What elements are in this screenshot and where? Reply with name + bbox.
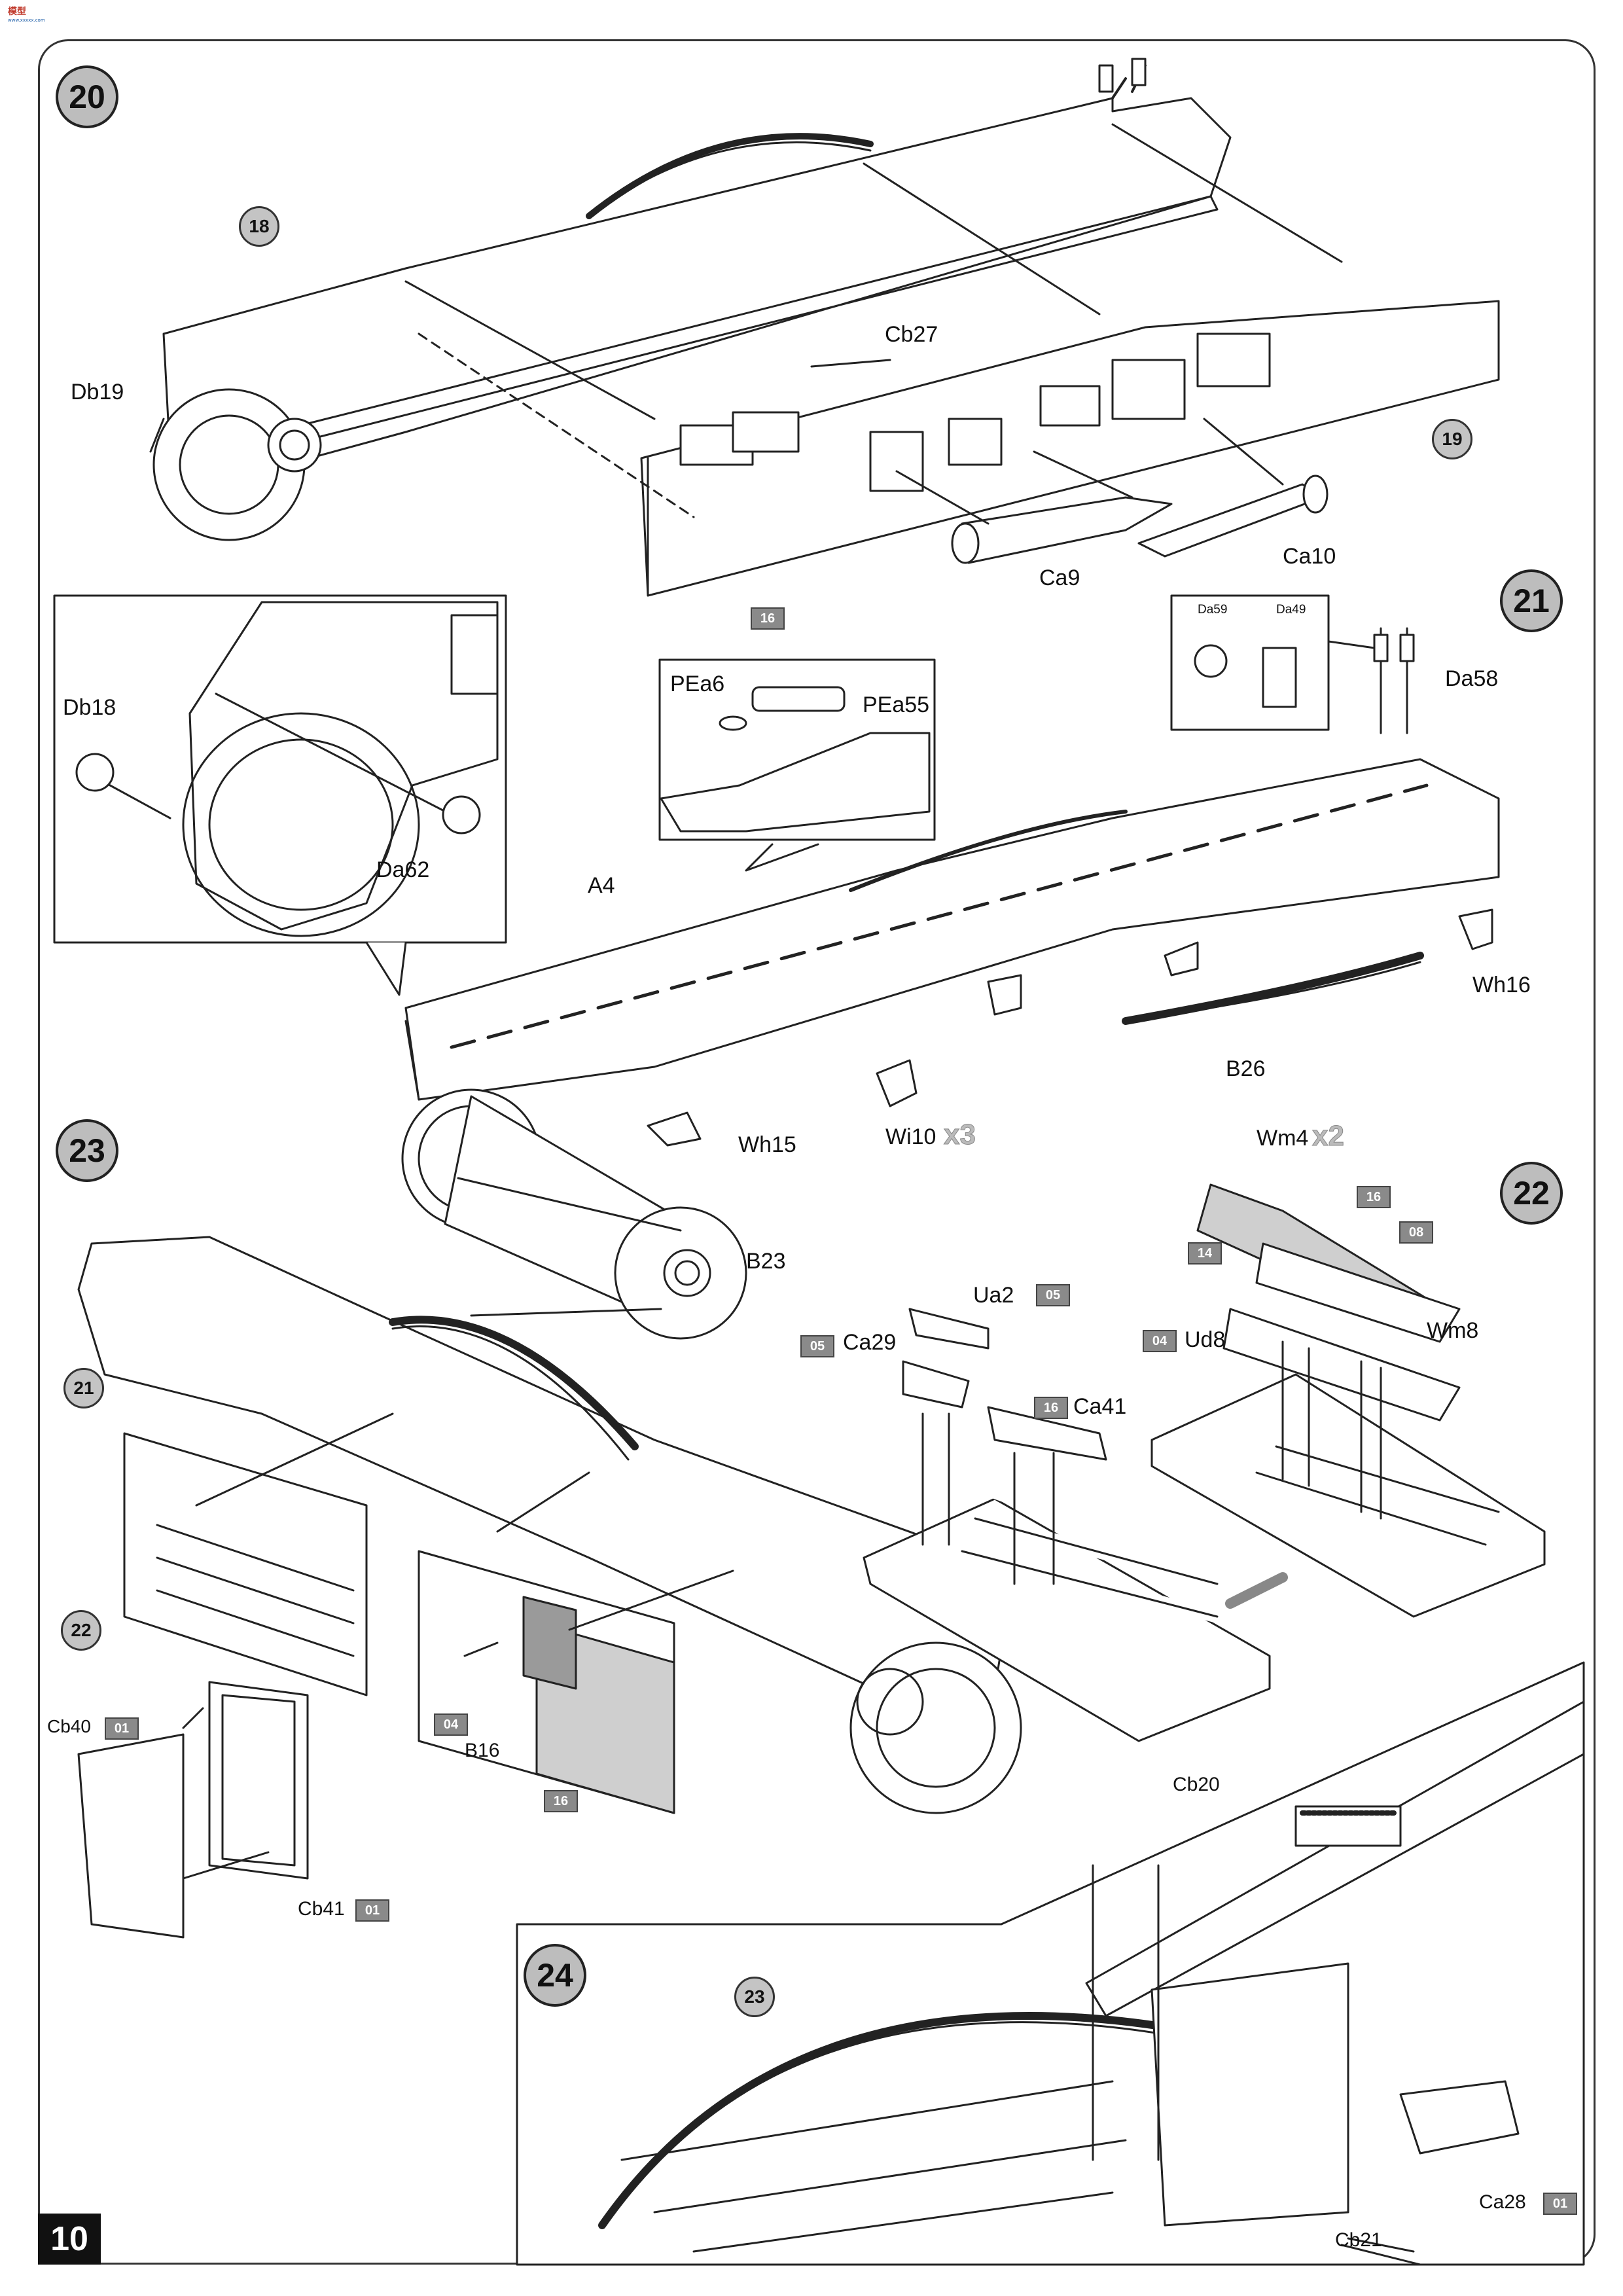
label-ca29: Ca29	[843, 1330, 897, 1355]
ref-circle-18: 18	[239, 206, 279, 247]
ref-circle-21: 21	[63, 1368, 104, 1408]
step21-drawing	[401, 594, 1500, 1340]
step23-drawing	[77, 1236, 1022, 1939]
sprue-tag-05: 05	[1036, 1284, 1070, 1306]
ref-circle-23: 23	[734, 1977, 775, 2017]
label-da49: Da49	[1276, 603, 1306, 617]
svg-text:www.xxxxx.com: www.xxxxx.com	[8, 18, 45, 23]
label-wm8: Wm8	[1427, 1318, 1479, 1343]
label-wh15: Wh15	[738, 1132, 796, 1157]
sprue-tag-05: 05	[800, 1335, 834, 1357]
sprue-tag-01: 01	[1543, 2193, 1577, 2215]
label-b16: B16	[465, 1740, 500, 1761]
step-number-20: 20	[56, 65, 118, 128]
label-ca9: Ca9	[1039, 565, 1080, 590]
sprue-tag-14: 14	[1188, 1242, 1222, 1265]
label-wh16: Wh16	[1472, 973, 1531, 997]
label-cb21: Cb21	[1335, 2229, 1382, 2251]
step-number-21: 21	[1500, 569, 1563, 632]
sprue-tag-04: 04	[1143, 1330, 1177, 1352]
ref-circle-19: 19	[1432, 419, 1472, 459]
publisher-logo: 模型 www.xxxxx.com	[5, 4, 47, 24]
label-ca41: Ca41	[1073, 1394, 1127, 1419]
label-da62: Da62	[376, 857, 430, 882]
label-pea55: PEa55	[863, 692, 930, 717]
step24-drawing	[516, 1661, 1585, 2266]
label-b23: B23	[746, 1249, 786, 1274]
label-da59: Da59	[1198, 603, 1228, 617]
sprue-tag-04: 04	[434, 1713, 468, 1736]
step20-detail	[53, 594, 507, 996]
label-ud8: Ud8	[1185, 1327, 1226, 1352]
label-ca28: Ca28	[1479, 2191, 1526, 2213]
multiplier-wm4: x2	[1312, 1120, 1345, 1152]
sprue-tag-16: 16	[751, 607, 785, 630]
label-pea6: PEa6	[670, 672, 725, 696]
label-b26: B26	[1226, 1056, 1266, 1081]
multiplier-wi10: x3	[944, 1119, 976, 1151]
step-number-24: 24	[524, 1944, 586, 2007]
label-a4: A4	[588, 873, 615, 898]
step-number-23: 23	[56, 1119, 118, 1182]
label-wi10: Wi10	[885, 1124, 936, 1149]
svg-text:模型: 模型	[8, 6, 26, 17]
label-ua2: Ua2	[973, 1283, 1014, 1308]
step-number-22: 22	[1500, 1162, 1563, 1225]
label-ca10: Ca10	[1283, 544, 1336, 569]
ref-circle-22: 22	[61, 1610, 101, 1651]
step22-drawing	[863, 1183, 1546, 1742]
sprue-tag-16: 16	[1357, 1186, 1391, 1208]
sprue-tag-08: 08	[1399, 1221, 1433, 1244]
label-da58: Da58	[1445, 666, 1499, 691]
label-cb27: Cb27	[885, 322, 938, 347]
sprue-tag-16: 16	[544, 1790, 578, 1812]
label-cb40: Cb40	[47, 1716, 91, 1736]
label-db18: Db18	[63, 695, 116, 720]
label-cb41: Cb41	[298, 1898, 345, 1920]
step20-drawing	[149, 58, 1500, 597]
sprue-tag-16: 16	[1034, 1397, 1068, 1419]
label-wm4: Wm4	[1257, 1126, 1309, 1151]
label-cb20: Cb20	[1173, 1774, 1220, 1795]
label-db19: Db19	[71, 380, 124, 404]
sprue-tag-01: 01	[355, 1899, 389, 1922]
page-number: 10	[38, 2214, 101, 2265]
sprue-tag-01: 01	[105, 1717, 139, 1740]
